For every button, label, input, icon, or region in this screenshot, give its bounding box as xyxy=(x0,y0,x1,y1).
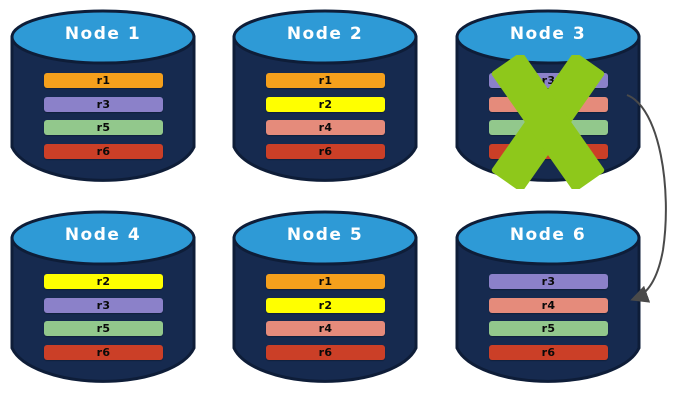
record-bar[interactable]: r2 xyxy=(44,274,163,289)
record-bar[interactable]: r6 xyxy=(266,344,385,360)
node-cylinder-node-2[interactable]: Node 2 r1 r2 r4 r6 xyxy=(232,7,418,185)
record-bar[interactable]: r6 xyxy=(44,344,163,360)
record-bar[interactable]: r6 xyxy=(266,143,385,159)
record-list-node-3: r3 r4 r5 r6 xyxy=(489,73,608,167)
record-list-node-5: r1 r2 r4 r6 xyxy=(266,274,385,368)
node-cylinder-node-5[interactable]: Node 5 r1 r2 r4 r6 xyxy=(232,208,418,386)
record-bar[interactable]: r2 xyxy=(266,96,385,112)
record-bar[interactable]: r6 xyxy=(489,344,608,360)
node-cylinder-node-1[interactable]: Node 1 r1 r3 r5 r6 xyxy=(10,7,196,185)
record-bar[interactable]: r5 xyxy=(489,321,608,336)
record-bar[interactable]: r6 xyxy=(44,143,163,159)
node-cylinder-node-6[interactable]: Node 6 r3 r4 r5 r6 xyxy=(455,208,641,386)
record-bar[interactable]: r5 xyxy=(44,321,163,336)
record-bar[interactable]: r5 xyxy=(489,120,608,135)
record-list-node-2: r1 r2 r4 r6 xyxy=(266,73,385,167)
record-bar[interactable]: r1 xyxy=(266,73,385,88)
record-list-node-1: r1 r3 r5 r6 xyxy=(44,73,163,167)
record-bar[interactable]: r5 xyxy=(44,120,163,135)
record-list-node-6: r3 r4 r5 r6 xyxy=(489,274,608,368)
record-bar[interactable]: r4 xyxy=(266,120,385,135)
record-bar[interactable]: r3 xyxy=(44,96,163,112)
node-cylinder-node-4[interactable]: Node 4 r2 r3 r5 r6 xyxy=(10,208,196,386)
record-bar[interactable]: r3 xyxy=(489,73,608,88)
record-bar[interactable]: r1 xyxy=(44,73,163,88)
record-bar[interactable]: r4 xyxy=(266,321,385,336)
record-bar[interactable]: r6 xyxy=(489,143,608,159)
record-bar[interactable]: r1 xyxy=(266,274,385,289)
record-bar[interactable]: r2 xyxy=(266,297,385,313)
record-bar[interactable]: r4 xyxy=(489,96,608,112)
record-bar[interactable]: r3 xyxy=(44,297,163,313)
record-bar[interactable]: r3 xyxy=(489,274,608,289)
record-bar[interactable]: r4 xyxy=(489,297,608,313)
node-cylinder-node-3[interactable]: Node 3 r3 r4 r5 r6 xyxy=(455,7,641,189)
record-list-node-4: r2 r3 r5 r6 xyxy=(44,274,163,368)
